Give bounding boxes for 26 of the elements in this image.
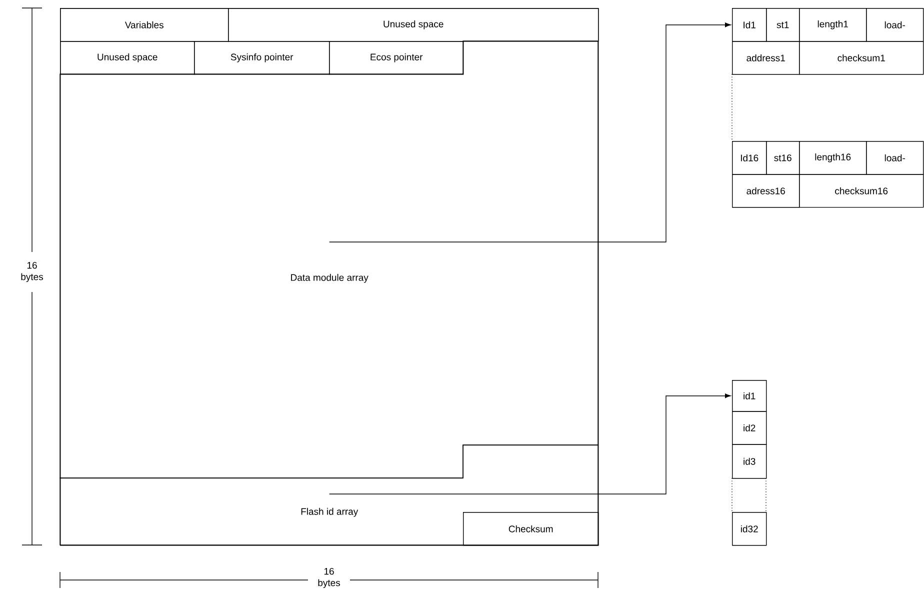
table-cell: Sysinfo pointer: [194, 41, 330, 75]
table-cell: adress16: [732, 174, 800, 208]
table-cell: id32: [732, 512, 767, 546]
arrow: [329, 394, 731, 494]
table-cell: Unused space: [228, 8, 599, 42]
table-cell: Checksum: [463, 512, 599, 546]
table-cell: checksum1: [799, 41, 924, 75]
table-cell: Variables: [60, 8, 229, 42]
table-cell: address1: [732, 41, 800, 75]
table-cell: length1: [799, 8, 867, 42]
table-cell: Unused space: [60, 41, 195, 75]
table-cell: length16: [799, 141, 867, 175]
dimension-label: 16 bytes: [21, 262, 44, 282]
table-cell: id2: [732, 411, 767, 445]
table-cell: load-: [866, 8, 924, 42]
dimension-label: 16 bytes: [318, 568, 340, 588]
table-cell: checksum16: [799, 174, 924, 208]
table-cell: Id16: [732, 141, 767, 175]
table-cell: Ecos pointer: [329, 41, 464, 75]
table-cell: st16: [766, 141, 800, 175]
table-cell: id3: [732, 444, 767, 479]
table-cell: Id1: [732, 8, 767, 42]
table-cell: id1: [732, 380, 767, 412]
table-cell: load-: [866, 141, 924, 175]
arrow: [329, 22, 731, 242]
table-cell: st1: [766, 8, 800, 42]
